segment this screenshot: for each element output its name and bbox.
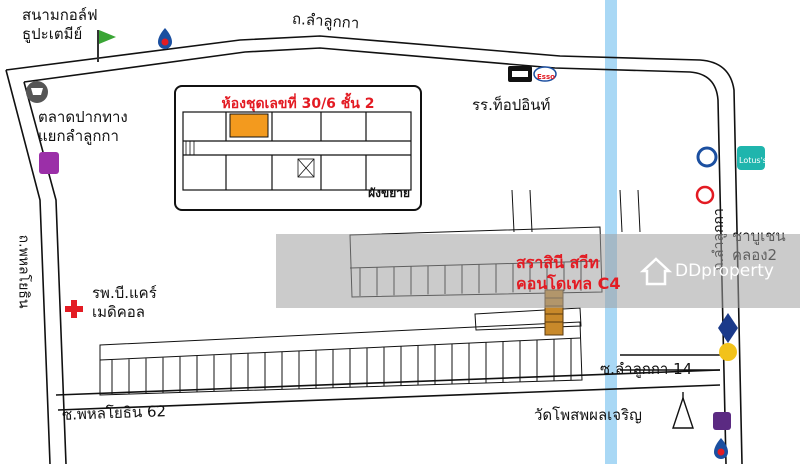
ddproperty-logo-icon: [640, 257, 672, 286]
canal: [605, 0, 617, 464]
road-phahonyothin-inner: [23, 81, 67, 464]
lotus-logo-text: Lotus's: [739, 156, 767, 165]
hospital-cross-icon: [65, 300, 83, 318]
soi-62-upper: [55, 369, 721, 396]
inset-caption: ผังขยาย: [368, 186, 410, 200]
watermark-band: [276, 234, 800, 308]
roads: [5, 35, 743, 464]
market-label: ตลาดปากทาง แยกลำลูกกา: [38, 108, 128, 145]
ptt-gas-icon: [158, 28, 172, 49]
hospital-label: รพ.บี.แคร์ เมดิคอล: [92, 284, 157, 321]
inset-title: ห้องชุดเลขที่ 30/6 ชั้น 2: [221, 96, 375, 112]
shopping-cart-icon: [26, 81, 48, 103]
floor-plan-inset: ห้องชุดเลขที่ 30/6 ชั้น 2 ผังขยาย: [174, 85, 422, 211]
school-label: รร.ท็อปอินท์: [472, 96, 551, 114]
highlighted-unit: [229, 113, 269, 138]
soi-14-label: ซ.ลำลูกกา 14: [600, 360, 693, 378]
bangkok-bank-icon: [718, 313, 738, 343]
floor-plan-drawing: [182, 111, 412, 191]
road-phahonyothin-label: ถ.พหลโยธิน: [15, 234, 32, 309]
road-lamlukka-outer: [5, 35, 743, 464]
pt-gas-icon: [695, 185, 715, 205]
temple-icon: [672, 392, 694, 429]
market-logo-icon: [39, 152, 59, 174]
soi-62-lower: [57, 384, 721, 411]
condo-name-label: สราสินี สวีท คอนโดเทล C4: [516, 253, 621, 293]
temple-label: วัดโพสพผลเจริญ: [534, 406, 642, 424]
stair-icon: [185, 141, 315, 178]
soi-62-label: ซ.พหลโยธิน 62: [61, 402, 167, 424]
scb-bank-icon: [713, 412, 731, 430]
golf-flag-icon: [97, 30, 116, 62]
ptt-gas-icon: [714, 438, 728, 459]
road-lamlukka-inner: [23, 47, 727, 464]
watermark-brand: DDproperty: [675, 261, 774, 281]
esso-logo-text: Esso: [537, 73, 555, 81]
krungsri-bank-icon: [719, 343, 737, 361]
lotus-store-icon: [737, 146, 765, 170]
esso-icon: [533, 66, 557, 82]
phone-store-icon: [696, 146, 718, 168]
golf-course-label: สนามกอล์ฟ ธูปะเตมีย์: [22, 6, 98, 43]
hotel-bed-icon: [508, 66, 532, 82]
road-phahonyothin-outer: [5, 69, 51, 464]
